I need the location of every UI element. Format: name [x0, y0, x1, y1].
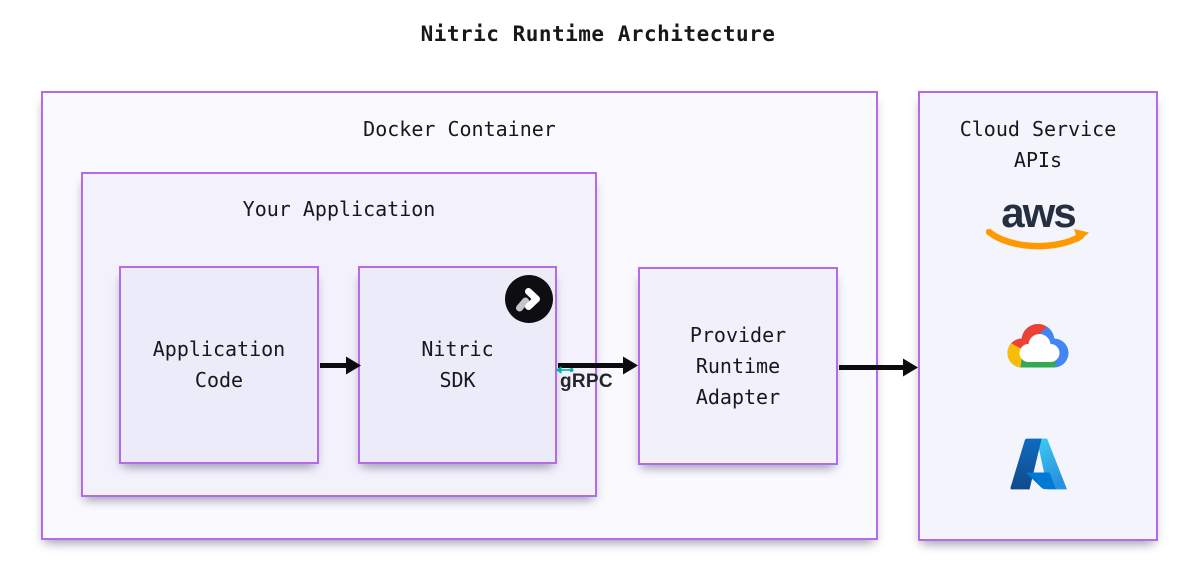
- provider-runtime-adapter-box: Provider Runtime Adapter: [638, 267, 838, 465]
- google-cloud-logo-slot: [920, 318, 1156, 372]
- grpc-label: gRPC: [560, 371, 613, 392]
- your-application-label: Your Application: [242, 197, 436, 221]
- google-cloud-logo-icon: [1007, 324, 1069, 368]
- cloud-service-apis-label-line2: APIs: [1013, 148, 1063, 172]
- provider-runtime-adapter-label-line3: Adapter: [695, 384, 781, 409]
- nitric-sdk-label-line2: SDK: [439, 368, 476, 392]
- cloud-service-apis-label: Cloud Service APIs: [920, 114, 1156, 176]
- nitric-sdk-box: Nitric SDK: [358, 266, 557, 464]
- application-code-label-line2: Code: [194, 368, 244, 392]
- azure-logo-slot: [920, 435, 1156, 493]
- your-application-box: Your Application Application Code Nitric…: [81, 172, 597, 497]
- provider-runtime-adapter-label-line2: Runtime: [695, 353, 781, 378]
- azure-logo-icon: [1010, 438, 1067, 490]
- cloud-service-apis-box: Cloud Service APIs aws: [918, 91, 1158, 541]
- nitric-logo-icon: [505, 275, 553, 323]
- aws-logo-icon: aws: [986, 189, 1090, 253]
- aws-wordmark: aws: [1001, 189, 1076, 236]
- page-title: Nitric Runtime Architecture: [420, 22, 776, 46]
- docker-container-box: Docker Container Your Application Applic…: [41, 91, 878, 540]
- cloud-service-apis-label-line1: Cloud Service: [959, 117, 1117, 141]
- grpc-label-group: gRPC: [555, 365, 635, 399]
- docker-container-label: Docker Container: [363, 117, 556, 141]
- nitric-sdk-label-line1: Nitric: [421, 337, 494, 361]
- aws-logo-slot: aws: [920, 189, 1156, 253]
- aws-smile-icon: [986, 229, 1089, 250]
- provider-runtime-adapter-label-line1: Provider: [689, 322, 787, 347]
- application-code-label-line1: Application: [152, 337, 286, 361]
- grpc-teal-mark-icon: [555, 366, 574, 374]
- application-code-box: Application Code: [119, 266, 319, 464]
